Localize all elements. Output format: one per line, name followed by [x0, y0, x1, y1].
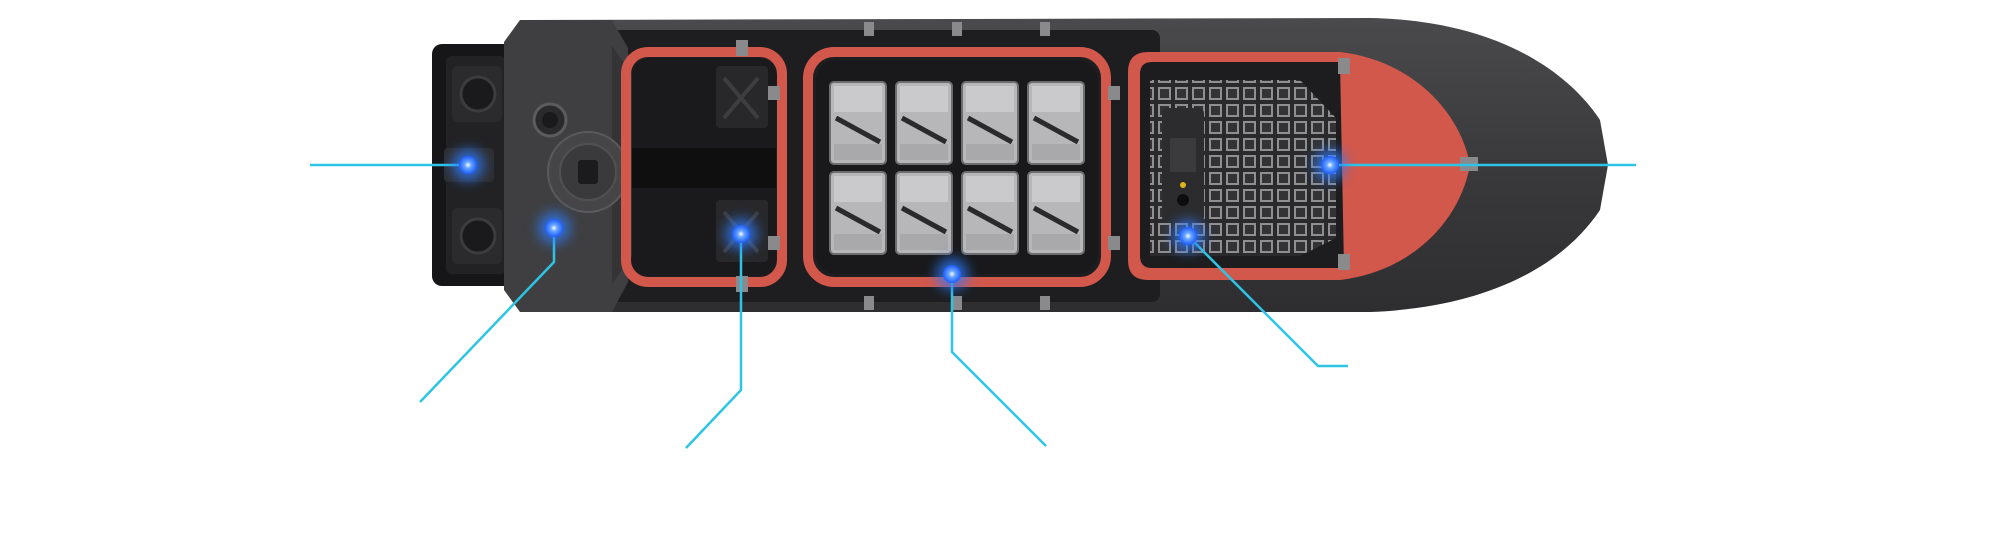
aft-deck-hatch-hotspot[interactable]	[538, 212, 570, 244]
forward-payload	[1128, 52, 1470, 280]
hotspot-dot-icon	[545, 219, 563, 237]
battery-modules	[829, 81, 1085, 255]
stern-thrusters-hotspot[interactable]	[452, 149, 484, 181]
hotspot-layer	[452, 149, 1346, 290]
battery-module	[961, 81, 1019, 165]
callout-line-battery-bay	[950, 274, 1047, 447]
battery-module	[829, 171, 887, 255]
battery-module	[1027, 171, 1085, 255]
hotspot-dot-icon	[732, 225, 750, 243]
hotspot-dot-icon	[1321, 156, 1339, 174]
forward-payload-hotspot[interactable]	[1172, 220, 1204, 252]
hotspot-dot-icon	[459, 156, 477, 174]
battery-module	[1027, 81, 1085, 165]
battery-module	[895, 81, 953, 165]
hotspot-dot-icon	[943, 265, 961, 283]
battery-module	[961, 171, 1019, 255]
bow-sensor-hotspot[interactable]	[1314, 149, 1346, 181]
aft-deck-hatch-cover	[532, 102, 629, 213]
battery-module	[829, 81, 887, 165]
callout-line-forward-payload	[1187, 235, 1348, 368]
payload-sensor-unit	[1162, 108, 1204, 222]
aft-compartment	[621, 47, 787, 287]
battery-bay	[803, 47, 1111, 287]
battery-bay-hotspot[interactable]	[936, 258, 968, 290]
callout-line-aft-compartment	[685, 234, 743, 449]
battery-module	[895, 171, 953, 255]
hotspot-dot-icon	[1179, 227, 1197, 245]
aft-compartment-hotspot[interactable]	[725, 218, 757, 250]
